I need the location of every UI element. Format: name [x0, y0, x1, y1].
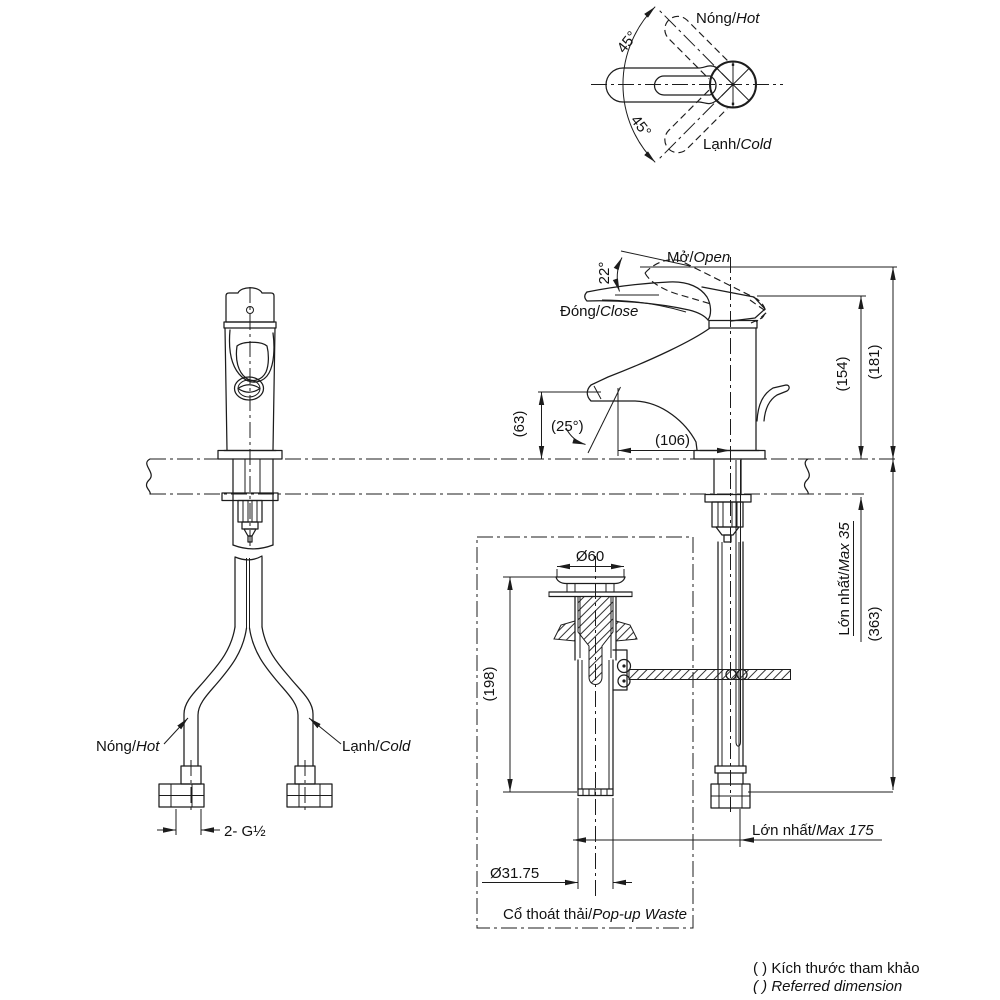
front-view: Nóng/Hot Lạnh/Cold 2- G½: [96, 287, 411, 840]
dim-d60: Ø60: [576, 548, 604, 565]
handle-body-plan: [605, 65, 718, 105]
handle-open-underside: [644, 272, 712, 305]
dim-d3175: Ø31.75: [490, 865, 539, 882]
aerator-lens: [237, 384, 261, 393]
footnote-line2: ( ) Referred dimension: [753, 978, 902, 995]
hot-nut: [158, 783, 205, 808]
centerline-45-down: [656, 84, 734, 162]
rod-clamp-1: [725, 668, 737, 681]
angle-22: 22°: [596, 262, 613, 285]
dim-181: (181): [866, 344, 883, 379]
dim-max175: Lớn nhất/Max 175: [752, 822, 874, 839]
leader-hot: [163, 717, 189, 745]
body-spout-profile: [586, 327, 711, 451]
cold-nut: [286, 783, 333, 808]
cartridge-band-front: [223, 321, 277, 329]
popup-waste-detail: Ø60 (198) Ø31.75 Cổ thoát thải: [476, 536, 791, 929]
spout-angle-arc: [565, 427, 586, 445]
hose-break-top: [232, 544, 274, 550]
rod-clamp-2: [736, 668, 748, 681]
angle-leg-open: [620, 250, 691, 267]
washer-plate-side: [704, 493, 752, 503]
popup-plug-section: [577, 596, 614, 685]
label-hot-top: Nóng/Hot: [696, 10, 760, 27]
dim-198: (198): [481, 666, 498, 701]
dim-thread: 2- G½: [224, 823, 266, 840]
hose-break-bottom: [234, 555, 263, 561]
centerline-45-up: [656, 7, 734, 85]
cartridge-band: [708, 319, 758, 329]
ball-joint-2: [617, 674, 631, 688]
detail-box: [476, 536, 694, 929]
hot-handle-position: [664, 15, 728, 80]
hose-nut-side: [710, 783, 751, 809]
mounting-nut-side: [711, 501, 744, 528]
dim-25deg: (25°): [551, 418, 584, 435]
top-view: 45° 45° Nóng/Hot Lạnh/Cold: [591, 6, 783, 163]
lever-clevis: [612, 649, 628, 691]
dim-154: (154): [834, 356, 851, 391]
label-open: Mở/Open: [667, 249, 730, 266]
angle-arc-22: [612, 257, 623, 292]
nut-cone-side: [715, 526, 740, 536]
screw-hole: [246, 306, 254, 314]
hot-hose-outer: [183, 626, 236, 767]
label-cold-front: Lạnh/Cold: [342, 738, 411, 755]
ball-joint-1: [616, 658, 632, 674]
countertop: [145, 458, 897, 495]
popup-wing-right: [615, 620, 638, 642]
leader-cold: [308, 717, 342, 745]
dim-max35: Lớn nhất/Max 35: [836, 522, 853, 636]
hot-hose-inner: [197, 627, 248, 767]
label-cold-top: Lạnh/Cold: [703, 136, 772, 153]
label-hot-front: Nóng/Hot: [96, 738, 160, 755]
break-right: [803, 458, 810, 495]
side-view-under-counter: [704, 458, 752, 809]
handle-top-edge: [586, 281, 712, 321]
flange-lip: [555, 576, 626, 585]
nut-tip-side: [723, 534, 732, 543]
dim-106: (106): [655, 432, 690, 449]
dim-max175-arrow: [740, 837, 754, 843]
break-left: [145, 458, 152, 495]
spout-inner-front: [235, 341, 269, 382]
spout-outer-front: [228, 329, 275, 383]
handle-inner-line: [601, 299, 687, 313]
spout-angle-line: [587, 386, 621, 454]
cold-handle-position: [664, 89, 728, 154]
mounting-nut-front: [237, 499, 263, 523]
footnote: ( ) Kích thước tham khảo ( ) Referred di…: [753, 960, 920, 995]
handle-open-outline: [644, 259, 766, 324]
popup-caption: Cổ thoát thải/Pop-up Waste: [503, 906, 687, 923]
dim-363: (363): [866, 606, 883, 641]
washer-plate-front: [221, 492, 279, 502]
side-view: Mở/Open Đóng/Close 22° (63) (25°) (106): [511, 249, 897, 847]
angle-45-upper: 45°: [614, 28, 641, 56]
cold-hose-outer: [261, 626, 314, 767]
tick-dot-top: [731, 63, 735, 66]
pull-rod-tip: [735, 741, 741, 747]
swing-arc: [622, 6, 656, 163]
popup-wing-left: [553, 620, 576, 642]
tick-dot-bottom: [731, 102, 735, 105]
cold-hose-inner: [248, 627, 299, 767]
aerator-outer: [233, 376, 265, 401]
handle-open-blade: [749, 299, 768, 323]
popup-lever-rod: [628, 669, 791, 680]
base-flange-side: [693, 449, 766, 460]
dim-63: (63): [511, 411, 528, 438]
popup-knob: [756, 384, 790, 422]
aerator-ring: [237, 379, 261, 398]
footnote-line1: ( ) Kích thước tham khảo: [753, 960, 920, 977]
label-close: Đóng/Close: [560, 303, 638, 320]
handle-blade: [701, 286, 766, 322]
hose-fitting-side: [714, 765, 747, 774]
handle-cap-front: [225, 287, 275, 323]
angle-45-lower: 45°: [627, 112, 654, 140]
